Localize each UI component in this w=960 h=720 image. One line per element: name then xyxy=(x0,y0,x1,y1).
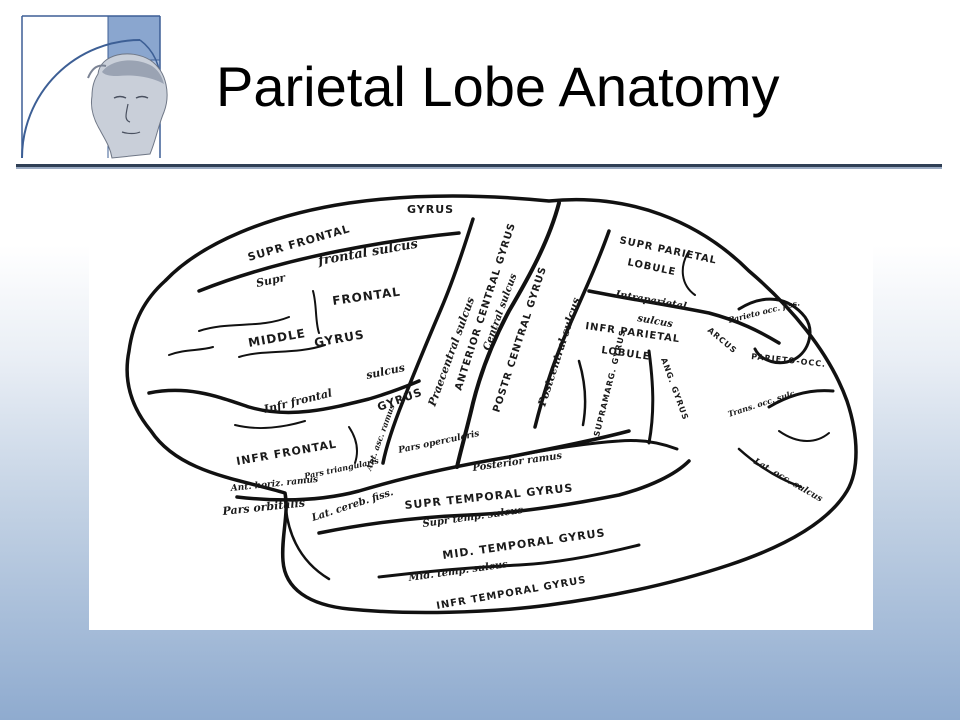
lateral-fissure xyxy=(235,429,631,502)
label-inf-frontal: INFR FRONTAL xyxy=(235,437,338,467)
lateral-brain-illustration: SUPR FRONTAL GYRUS Supr frontal sulcus M… xyxy=(125,194,858,615)
label-intraparietal: Intraparietal xyxy=(613,289,687,313)
label-parieto-occ: PARIETO-OCC. xyxy=(751,352,827,369)
label-pars-opercularis: Pars opercularis xyxy=(397,429,481,456)
brain-outline xyxy=(125,194,858,615)
label-frontal: FRONTAL xyxy=(331,285,401,308)
label-postcentral-sulcus: Postcentral sulcus xyxy=(535,296,583,409)
label-intraparietal-sulcus: sulcus xyxy=(636,313,673,330)
label-supramarg-gyrus: SUPRAMARG. GYRUS xyxy=(592,329,627,438)
label-lat-occ-sulcus: Lat. occ. sulcus xyxy=(751,456,824,504)
label-gyrus-mid: GYRUS xyxy=(313,327,366,350)
label-lobule-sup: LOBULE xyxy=(626,257,677,278)
classical-head-logo-icon xyxy=(18,14,200,160)
brain-diagram: SUPR FRONTAL GYRUS Supr frontal sulcus M… xyxy=(89,181,873,630)
slide-title: Parietal Lobe Anatomy xyxy=(216,55,780,118)
label-gyrus-top: GYRUS xyxy=(407,203,454,216)
label-sulcus-frontal: sulcus xyxy=(365,361,406,382)
label-lobule-inf: LOBULE xyxy=(601,345,652,363)
label-mid-temp-sulcus: Mid. temp. sulcus xyxy=(407,559,509,584)
label-supr-sulcus-a: Supr xyxy=(255,271,288,290)
label-supr-temp-sulcus: Supr temp. sulcus xyxy=(422,505,524,530)
label-ang-gyrus: ANG. GYRUS xyxy=(659,357,690,422)
label-arcus: ARCUS xyxy=(706,326,739,356)
superior-temporal-sulcus xyxy=(317,459,691,535)
central-sulcus xyxy=(455,201,561,469)
label-supr-sulcus-b: frontal sulcus xyxy=(316,237,420,270)
label-middle: MIDDLE xyxy=(247,326,307,350)
title-divider xyxy=(16,164,942,169)
intraparietal-sulcus xyxy=(587,289,781,345)
label-trans-occ-sulc: Trans. occ. sulc. xyxy=(727,387,799,419)
label-infr-temporal-gyrus: INFR TEMPORAL GYRUS xyxy=(436,575,588,612)
